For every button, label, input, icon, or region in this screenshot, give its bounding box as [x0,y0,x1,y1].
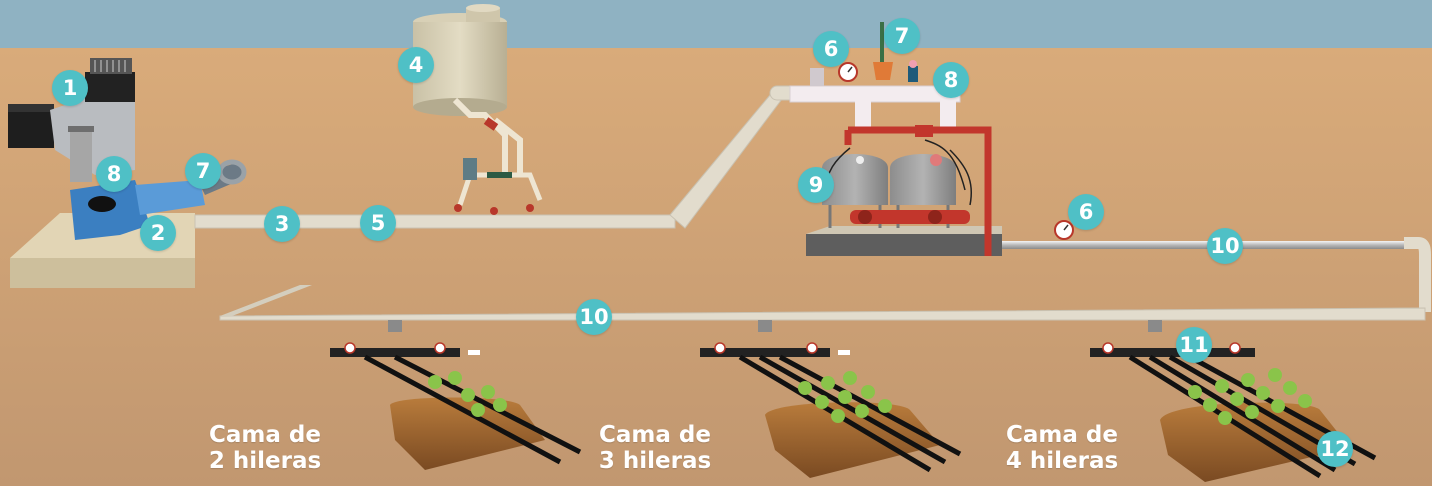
badge-7: 7 [884,18,920,54]
bed-label-3-rows: Cama de 3 hileras [570,422,740,474]
bed-2-rows [330,348,582,470]
bed-label-2-rows: Cama de 2 hileras [180,422,350,474]
badge-7-pump: 7 [185,153,221,189]
bed-3-rows [700,348,962,478]
badge-4: 4 [398,47,434,83]
badge-11: 11 [1176,327,1212,363]
steel-pipe [1002,220,1431,312]
pump-unit [70,159,247,240]
badge-8-pump: 8 [96,156,132,192]
badge-1: 1 [52,70,88,106]
hydrants [388,320,1162,332]
badge-10-lower: 10 [576,299,612,335]
fertilizer-tank [413,4,543,215]
bed-label-line2: 2 hileras [208,448,322,474]
engine-unit [8,58,135,182]
badge-2: 2 [140,215,176,251]
main-pipe [194,85,801,229]
badge-10-upper: 10 [1207,228,1243,264]
filter-header [789,22,961,128]
bed-label-line2: 3 hileras [598,448,712,474]
badge-3: 3 [264,206,300,242]
bed-label-line1: Cama de [1006,422,1118,448]
badge-5: 5 [360,205,396,241]
sky [0,0,1432,48]
badge-9: 9 [798,167,834,203]
bed-label-line1: Cama de [209,422,321,448]
badge-8: 8 [933,62,969,98]
bed-label-4-rows: Cama de 4 hileras [977,422,1147,474]
bed-label-line2: 4 hileras [1005,448,1119,474]
bed-label-line1: Cama de [599,422,711,448]
badge-6-secondary: 6 [1068,194,1104,230]
distribution-pipe [219,285,1426,321]
badge-12: 12 [1317,431,1353,467]
lateral-gauges [344,342,1241,354]
badge-6: 6 [813,31,849,67]
